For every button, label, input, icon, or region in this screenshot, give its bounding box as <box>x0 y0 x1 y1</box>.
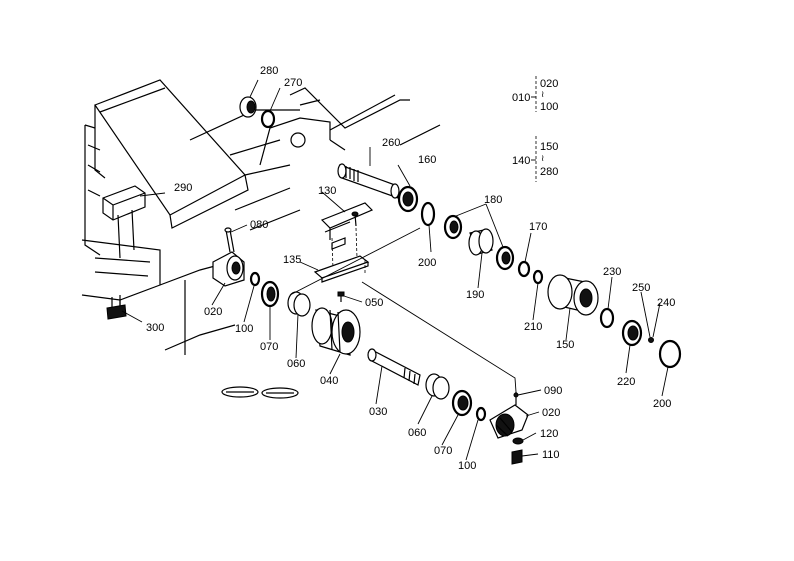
label-080: 080 <box>250 219 268 231</box>
range-010-from: 020 <box>540 78 558 90</box>
part-110-bolt <box>511 449 523 465</box>
part-020-hub-left <box>212 251 245 287</box>
assembly-line <box>361 281 517 393</box>
part-labels: 280 270 260 160 180 170 290 130 080 135 … <box>146 65 675 472</box>
range-140-to: 280 <box>540 166 558 178</box>
part-200-ring-lower <box>658 339 682 369</box>
part-020-hub-lower <box>489 404 529 439</box>
part-300-bolt <box>106 295 127 320</box>
label-130: 130 <box>318 185 336 197</box>
part-270-ring <box>260 109 276 129</box>
label-200-upper: 200 <box>418 257 436 269</box>
part-150-drum <box>547 274 599 316</box>
label-070-lower: 070 <box>434 445 452 457</box>
part-040-roller <box>311 307 361 356</box>
part-190-sleeve <box>468 228 494 256</box>
label-060-left: 060 <box>287 358 305 370</box>
part-030-axle <box>367 348 421 386</box>
part-220-bearing <box>621 319 643 347</box>
label-135: 135 <box>283 254 301 266</box>
part-230-ring <box>599 307 615 329</box>
label-280: 280 <box>260 65 278 77</box>
label-270: 270 <box>284 77 302 89</box>
label-020-lower: 020 <box>542 407 560 419</box>
label-180: 180 <box>484 194 502 206</box>
frame-housing <box>81 79 441 355</box>
part-180-bearing-b <box>495 245 515 271</box>
label-210: 210 <box>524 321 542 333</box>
range-010-sep: ≀ <box>541 89 544 99</box>
reference-badges <box>221 386 299 399</box>
label-040: 040 <box>320 375 338 387</box>
range-140-main: 140 <box>512 155 530 167</box>
label-160: 160 <box>418 154 436 166</box>
part-080-pin <box>224 227 235 253</box>
part-280-collar <box>239 96 257 118</box>
label-150: 150 <box>556 339 574 351</box>
label-100-left: 100 <box>235 323 253 335</box>
range-group-140: 140 150 ≀ 280 <box>512 136 558 182</box>
part-200-ring-upper <box>420 201 436 227</box>
label-200-lower: 200 <box>653 398 671 410</box>
label-260: 260 <box>382 137 400 149</box>
label-220: 220 <box>617 376 635 388</box>
part-160-bearing <box>397 185 419 213</box>
label-070-left: 070 <box>260 341 278 353</box>
assembly-line-2 <box>289 227 421 296</box>
leader-lines <box>121 79 669 461</box>
label-090: 090 <box>544 385 562 397</box>
part-060-bushing-lower <box>425 373 450 400</box>
part-100-ring-lower <box>475 406 487 422</box>
label-300: 300 <box>146 322 164 334</box>
part-050-bolt <box>337 291 345 302</box>
range-140-from: 150 <box>540 141 558 153</box>
label-050: 050 <box>365 297 383 309</box>
label-110: 110 <box>542 449 560 461</box>
part-130-bracket <box>320 202 374 271</box>
part-060-bushing-left <box>287 291 311 317</box>
part-070-bearing-lower <box>451 389 473 417</box>
label-170: 170 <box>529 221 547 233</box>
label-020-left: 020 <box>204 306 222 318</box>
label-030: 030 <box>369 406 387 418</box>
label-190: 190 <box>466 289 484 301</box>
part-170-ring <box>517 260 531 278</box>
part-290-pedal-pad <box>102 185 146 259</box>
part-100-ring-left <box>249 271 261 287</box>
range-140-sep: ≀ <box>541 153 544 163</box>
part-180-bearing-a <box>443 214 463 240</box>
part-120-washer <box>512 437 524 445</box>
label-250: 250 <box>632 282 650 294</box>
range-group-010: 010 020 ≀ 100 <box>512 76 558 113</box>
part-090-pin <box>513 392 519 405</box>
part-260-shaft <box>337 163 400 199</box>
range-010-main: 010 <box>512 92 530 104</box>
label-120: 120 <box>540 428 558 440</box>
part-210-ring <box>532 269 544 285</box>
part-250-clip <box>648 337 654 343</box>
range-010-to: 100 <box>540 101 558 113</box>
label-290: 290 <box>174 182 192 194</box>
label-240: 240 <box>657 297 675 309</box>
part-070-bearing-left <box>260 280 280 308</box>
label-060-lower: 060 <box>408 427 426 439</box>
label-230: 230 <box>603 266 621 278</box>
label-100-lower: 100 <box>458 460 476 472</box>
